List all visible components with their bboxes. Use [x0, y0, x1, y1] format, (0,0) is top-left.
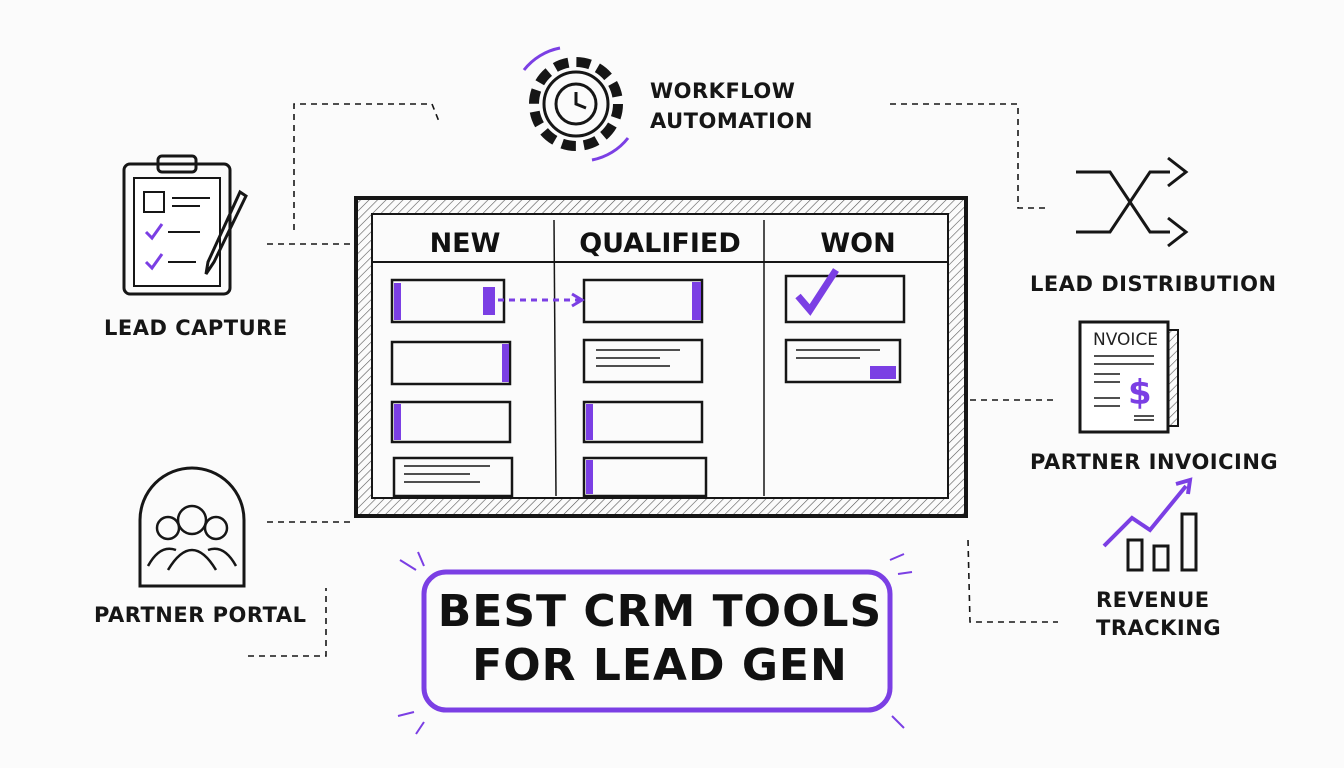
kanban-board [354, 196, 968, 518]
title-line: FOR LEAD GEN [472, 640, 848, 691]
partner-portal-label: PARTNER PORTAL [94, 603, 307, 627]
bar-chart-up-icon [1102, 477, 1198, 572]
title-line: BEST CRM TOOLS [437, 586, 883, 637]
lead-capture-label: LEAD CAPTURE [104, 316, 288, 340]
column-header-won: WON [820, 228, 896, 259]
label-line: REVENUE [1096, 588, 1210, 612]
label-line: TRACKING [1096, 616, 1222, 640]
svg-text:$: $ [1128, 373, 1152, 413]
column-header-new: NEW [429, 228, 501, 259]
invoice-icon: $ [1078, 320, 1179, 434]
title-frame [397, 551, 913, 735]
kanban-cards [390, 274, 906, 498]
people-icon [138, 466, 246, 588]
label-line: WORKFLOW [650, 79, 796, 103]
gear-clock-icon [522, 46, 630, 162]
clipboard-icon [122, 154, 248, 296]
partner-invoicing-label: PARTNER INVOICING [1030, 450, 1279, 474]
lead-distribution-label: LEAD DISTRIBUTION [1030, 272, 1277, 296]
page-title: BEST CRM TOOLS FOR LEAD GEN [430, 585, 890, 693]
column-header-qualified: QUALIFIED [579, 228, 741, 259]
invoice-doc-text: NVOICE [1093, 330, 1159, 350]
label-line: AUTOMATION [650, 109, 813, 133]
shuffle-arrows-icon [1076, 156, 1189, 248]
workflow-automation-label: WORKFLOW AUTOMATION [650, 76, 813, 136]
revenue-tracking-label: REVENUE TRACKING [1096, 586, 1221, 642]
